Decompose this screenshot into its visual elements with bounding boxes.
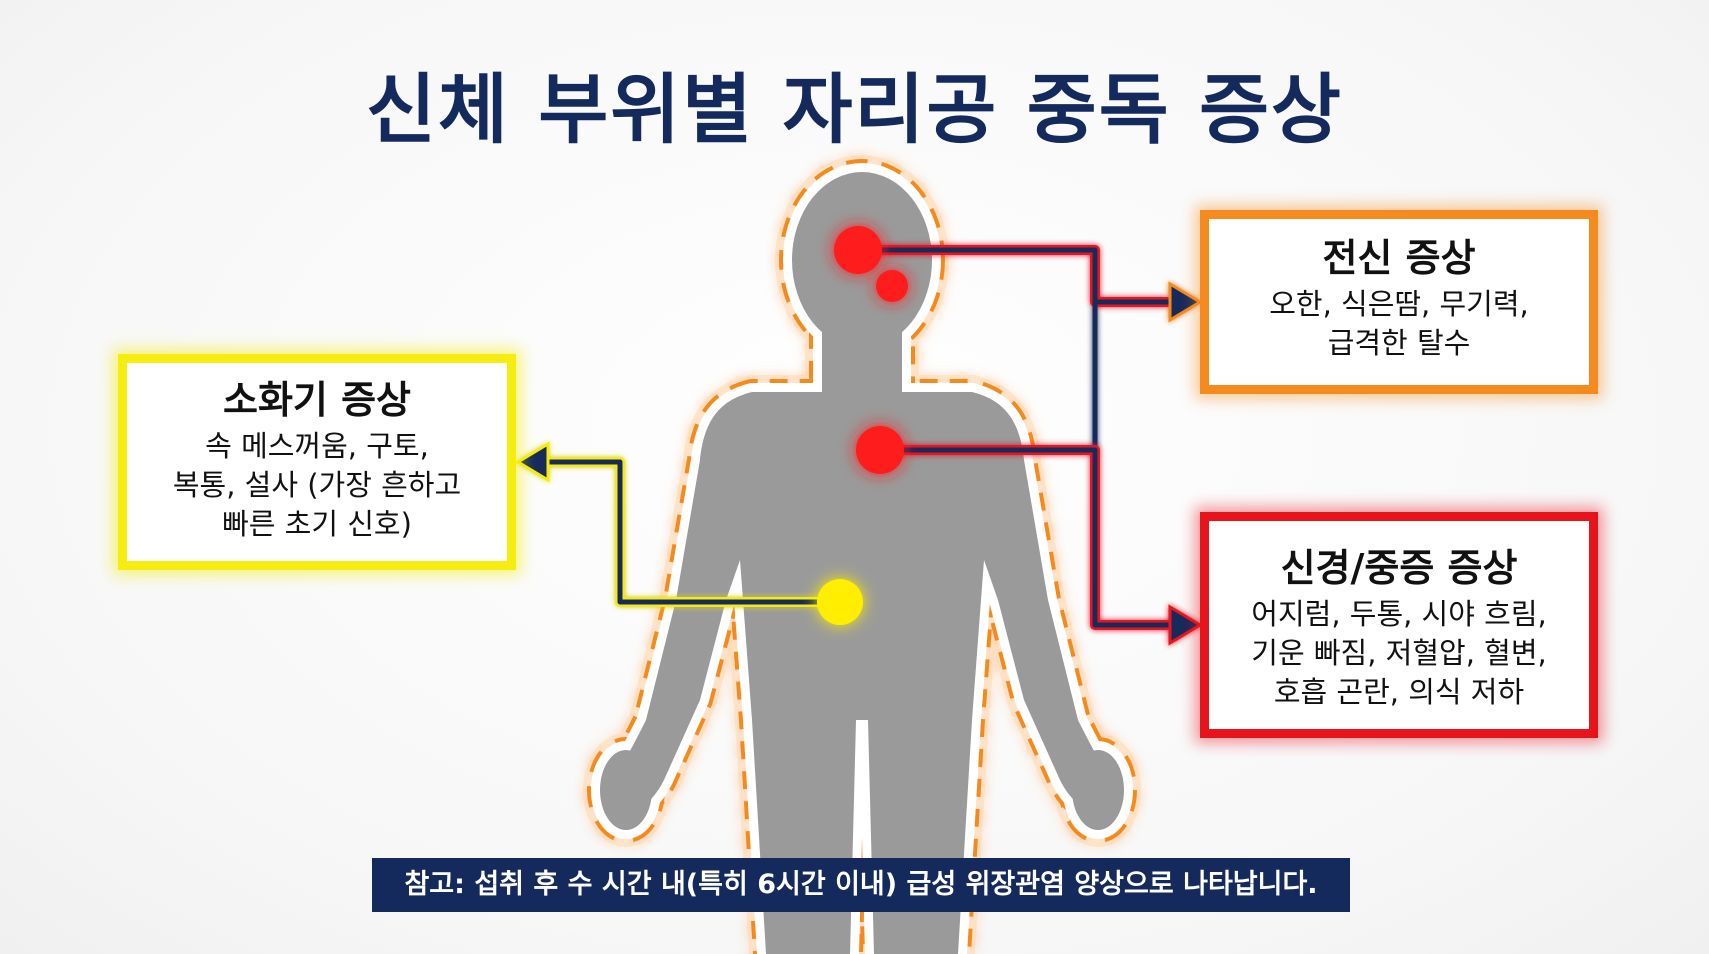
neuro-line: 호흡 곤란, 의식 저하 bbox=[1273, 675, 1525, 709]
digestive-symptoms-body: 속 메스꺼움, 구토, 복통, 설사 (가장 흔하고 빠른 초기 신호) bbox=[127, 427, 507, 544]
connector-neuro bbox=[880, 445, 1203, 646]
hotspot-head-secondary bbox=[876, 270, 908, 302]
page-title: 신체 부위별 자리공 중독 증상 bbox=[366, 65, 1343, 154]
systemic-line: 오한, 식은땀, 무기력, bbox=[1269, 287, 1529, 321]
neuro-symptoms-box: 신경/중증 증상 어지럼, 두통, 시야 흐림, 기운 빠짐, 저혈압, 혈변,… bbox=[1200, 512, 1598, 738]
systemic-line: 급격한 탈수 bbox=[1327, 326, 1471, 360]
neuro-line: 기운 빠짐, 저혈압, 혈변, bbox=[1251, 636, 1547, 670]
arrow-to-digestive bbox=[515, 441, 550, 483]
neuro-symptoms-title: 신경/중증 증상 bbox=[1280, 546, 1518, 590]
connector-systemic bbox=[858, 245, 1203, 450]
digestive-symptoms-title: 소화기 증상 bbox=[222, 378, 412, 422]
neuro-line: 어지럼, 두통, 시야 흐림, bbox=[1251, 597, 1547, 631]
systemic-symptoms-title: 전신 증상 bbox=[1322, 236, 1476, 280]
hotspot-head bbox=[834, 226, 882, 274]
digestive-line: 빠른 초기 신호) bbox=[222, 507, 412, 541]
systemic-symptoms-box: 전신 증상 오한, 식은땀, 무기력, 급격한 탈수 bbox=[1200, 210, 1598, 394]
arrow-to-systemic bbox=[1168, 281, 1203, 323]
systemic-symptoms-body: 오한, 식은땀, 무기력, 급격한 탈수 bbox=[1209, 285, 1589, 363]
hotspot-abdomen bbox=[817, 579, 863, 625]
hotspot-chest bbox=[856, 426, 904, 474]
neuro-symptoms-body: 어지럼, 두통, 시야 흐림, 기운 빠짐, 저혈압, 혈변, 호흡 곤란, 의… bbox=[1209, 595, 1589, 712]
digestive-symptoms-box: 소화기 증상 속 메스꺼움, 구토, 복통, 설사 (가장 흔하고 빠른 초기 … bbox=[118, 354, 516, 570]
arrow-to-neuro bbox=[1168, 604, 1203, 646]
digestive-line: 복통, 설사 (가장 흔하고 bbox=[172, 468, 462, 502]
reference-note: 참고: 섭취 후 수 시간 내(특히 6시간 이내) 급성 위장관염 양상으로 … bbox=[372, 858, 1350, 912]
connector-digestive bbox=[515, 441, 840, 607]
digestive-line: 속 메스꺼움, 구토, bbox=[205, 429, 429, 463]
